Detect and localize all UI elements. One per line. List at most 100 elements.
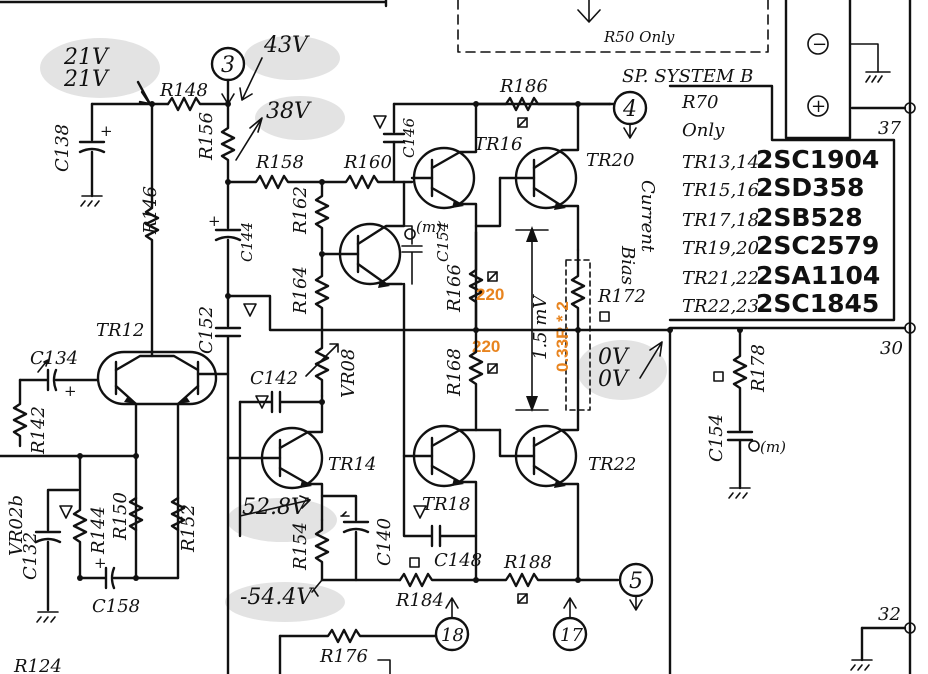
r164-label: R164 <box>290 266 311 315</box>
edge-number-32: 32 <box>878 604 901 625</box>
node-4-area: 4 SP. SYSTEM B <box>608 66 753 139</box>
node-5-label: 5 <box>629 569 643 594</box>
c154-right-label: C154 <box>706 414 727 462</box>
r184-label: R184 <box>395 590 444 611</box>
r142-label: R142 <box>28 406 49 455</box>
voltage-0v-b: 0V <box>598 367 630 392</box>
r146-label: R146 <box>140 186 161 235</box>
bias-label: Bias <box>617 245 638 285</box>
part-table: R70 Only R50 Only TR13,14 2SC1904 TR15,1… <box>603 28 896 322</box>
bottom-left-network: R144 C132 + C158 R150 R152 R124 <box>13 454 199 674</box>
sp-system-label: SP. SYSTEM B <box>622 66 753 87</box>
c142-label: C142 <box>250 368 298 389</box>
node-17-label: 17 <box>560 625 583 646</box>
annotation-220-lower: 220 <box>472 337 500 356</box>
c146-label: C146 <box>400 117 418 158</box>
orange-annotations: 220 220 0.33R * 2 <box>472 285 572 372</box>
r148-label: R148 <box>159 80 208 101</box>
r70-label: R70 <box>681 92 718 113</box>
node-18-label: 18 <box>441 625 464 646</box>
part-num-3: 2SC2579 <box>756 231 879 260</box>
annotation-220-upper: 220 <box>476 285 504 304</box>
r166-resistor: R166 <box>444 230 498 332</box>
terminal-minus-sign: − <box>812 34 827 55</box>
r148-section: R148 21V 21V <box>63 45 230 112</box>
part-ref-5: TR22,23 <box>682 296 759 317</box>
node-4-label: 4 <box>622 97 637 122</box>
r152-label: R152 <box>178 504 199 553</box>
voltage-21v-b: 21V <box>63 67 110 92</box>
nodes-17-18: 18 17 <box>434 597 588 652</box>
tr16-label: TR16 <box>474 134 522 155</box>
tr14-label: TR14 <box>328 454 376 475</box>
r156-resistor: R156 38V <box>196 99 312 184</box>
r188-label: R188 <box>503 552 552 573</box>
edge-number-37: 37 <box>878 118 901 139</box>
c158-label: C158 <box>92 596 140 617</box>
part-num-4: 2SA1104 <box>756 261 880 290</box>
c154-right-note: (m) <box>760 438 786 456</box>
r160-label: R160 <box>343 152 392 173</box>
transistor-lower-left <box>402 424 478 582</box>
bias-current-arrow: 1.5 mV Bias Current <box>515 180 658 412</box>
top-border-lines <box>0 0 388 8</box>
tr18-label: TR18 <box>422 494 470 515</box>
r156-label: R156 <box>196 112 217 161</box>
terminal-plus-sign: + <box>811 96 826 117</box>
tr20-label: TR20 <box>586 150 634 171</box>
svg-text:+: + <box>94 554 107 572</box>
r150-label: R150 <box>110 492 131 541</box>
part-ref-0: TR13,14 <box>682 152 759 173</box>
part-num-5: 2SC1845 <box>756 289 879 318</box>
r144-label: R144 <box>88 506 109 555</box>
r172-resistor: R172 <box>565 248 646 411</box>
transistor-tr20: TR20 <box>474 101 634 252</box>
c154-note: (m) <box>416 218 442 236</box>
r178-c154-right: R178 C154 (m) <box>706 327 786 499</box>
vr02b-label: VR02b <box>6 495 27 556</box>
voltage-38v: 38V <box>266 99 312 124</box>
node-5-area: 5 <box>618 562 654 611</box>
millivolt-label: 1.5 mV <box>530 294 551 360</box>
c148-label: C148 <box>434 550 482 571</box>
terminal-plus <box>807 95 829 117</box>
node-3-area: 3 43V <box>210 33 310 107</box>
tr22-label: TR22 <box>588 454 636 475</box>
c144-capacitor: + C144 <box>208 180 256 298</box>
voltage-544v: -54.4V <box>240 585 314 610</box>
dashed-box-r50 <box>457 0 769 53</box>
zero-volt-annotation: 0V 0V <box>598 341 663 392</box>
tr14-emitter-section: 52.8V R154 -54.4V <box>239 494 402 610</box>
voltage-43v: 43V <box>263 33 310 58</box>
c142-capacitor: C142 <box>238 368 325 460</box>
r164-vr08: R164 VR08 <box>290 252 359 398</box>
transistor-tr14: TR14 <box>226 394 376 522</box>
transistor-tr12: TR12 <box>96 320 230 580</box>
r176-resistor: R176 <box>278 628 438 674</box>
input-section: + C134 R142 VR02b <box>0 348 139 556</box>
voltage-21v-a: 21V <box>63 45 110 70</box>
r186-label: R186 <box>499 76 548 97</box>
part-num-2: 2SB528 <box>756 203 863 232</box>
c138-label: C138 <box>52 124 73 172</box>
r168-label: R168 <box>444 348 465 397</box>
node-3-label: 3 <box>221 53 235 78</box>
r160-resistor: R160 <box>319 152 414 190</box>
part-ref-2: TR17,18 <box>682 210 759 231</box>
r158-label: R158 <box>255 152 304 173</box>
r154-label: R154 <box>290 522 311 571</box>
r50-only-label: R50 Only <box>603 28 675 46</box>
r158-resistor: R158 <box>225 152 324 190</box>
part-ref-1: TR15,16 <box>682 180 759 201</box>
voltage-528v: 52.8V <box>242 495 309 520</box>
r166-label: R166 <box>444 264 465 313</box>
terminal-minus <box>807 33 829 55</box>
r168-resistor: R168 <box>444 328 498 432</box>
edge-number-30: 30 <box>880 338 903 359</box>
speaker-terminal-block: − + <box>784 0 891 140</box>
bottom-resistors: R184 R188 <box>395 552 620 611</box>
part-ref-4: TR21,22 <box>682 268 759 289</box>
tr12-label: TR12 <box>96 320 144 341</box>
